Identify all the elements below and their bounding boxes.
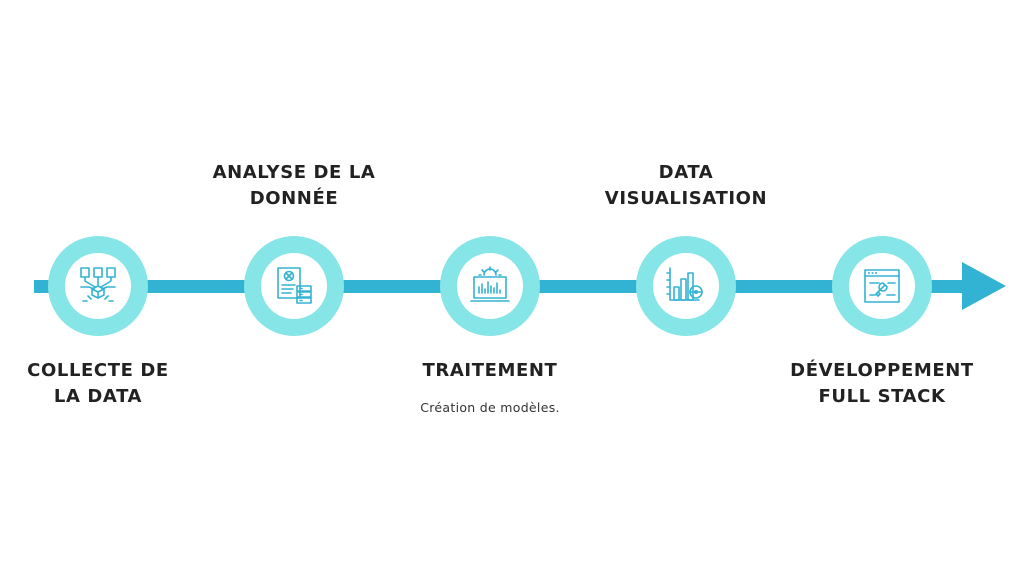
step-node-collecte — [48, 236, 148, 336]
step-node-analyse — [244, 236, 344, 336]
data-analysis-icon — [277, 267, 312, 304]
step-node-inner — [457, 253, 523, 319]
step-node-inner — [653, 253, 719, 319]
chart-visualisation-icon — [666, 267, 703, 301]
timeline-arrowhead — [962, 262, 1006, 310]
step-node-inner — [849, 253, 915, 319]
step-label-analyse: ANALYSE DE LA DONNÉE — [212, 162, 376, 209]
step-label-visualisation: DATA VISUALISATION — [604, 162, 768, 209]
step-label-developpement: DÉVELOPPEMENT FULL STACK — [790, 360, 974, 407]
step-node-visualisation — [636, 236, 736, 336]
step-label-traitement: TRAITEMENT — [422, 360, 558, 381]
step-node-developpement — [832, 236, 932, 336]
step-node-inner — [65, 253, 131, 319]
step-node-traitement — [440, 236, 540, 336]
dev-tools-icon — [864, 269, 900, 303]
step-description-traitement: Création de modèles. — [420, 400, 560, 415]
step-label-collecte: COLLECTE DE LA DATA — [27, 360, 169, 407]
monitor-processing-icon — [470, 266, 510, 302]
step-node-inner — [261, 253, 327, 319]
data-collection-icon — [80, 267, 116, 302]
